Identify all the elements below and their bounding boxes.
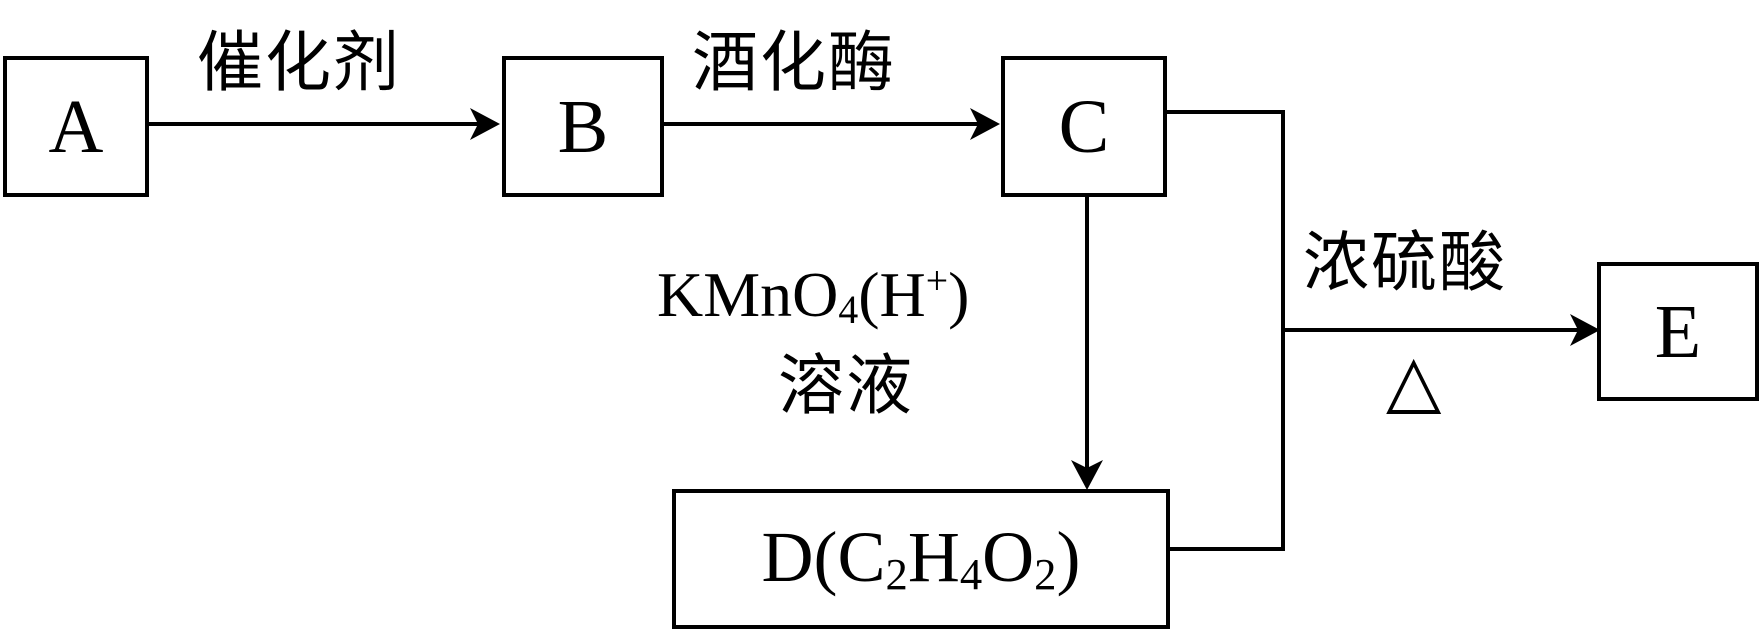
node-a-label: A bbox=[48, 84, 104, 169]
node-d-name: D bbox=[761, 517, 814, 598]
node-b-label: B bbox=[557, 84, 609, 169]
arrowhead-a-to-b bbox=[470, 108, 500, 140]
condition-a-to-b: 催化剂 bbox=[197, 24, 401, 101]
condition-c-to-d-reagent: KMnO4(H+) bbox=[657, 258, 970, 332]
node-d-label: D(C2H4O2) bbox=[761, 517, 1081, 600]
node-e-label: E bbox=[1654, 289, 1702, 374]
node-d-box: D(C2H4O2) bbox=[672, 489, 1170, 629]
node-e-box: E bbox=[1597, 262, 1759, 401]
node-b-box: B bbox=[502, 56, 664, 197]
arrowhead-c-to-d bbox=[1071, 460, 1103, 490]
node-c-label: C bbox=[1058, 84, 1110, 169]
node-c-box: C bbox=[1001, 56, 1167, 197]
node-a-box: A bbox=[3, 56, 149, 197]
condition-b-to-c: 酒化酶 bbox=[692, 24, 896, 101]
condition-to-e-reagent: 浓硫酸 bbox=[1303, 224, 1507, 301]
condition-c-to-d-solution: 溶液 bbox=[778, 347, 914, 424]
bracket-from-c bbox=[1167, 110, 1285, 330]
arrowhead-b-to-c bbox=[970, 108, 1000, 140]
bracket-from-d bbox=[1168, 330, 1285, 551]
condition-to-e-heat: △ bbox=[1386, 338, 1442, 422]
arrowhead-to-e bbox=[1570, 314, 1600, 346]
